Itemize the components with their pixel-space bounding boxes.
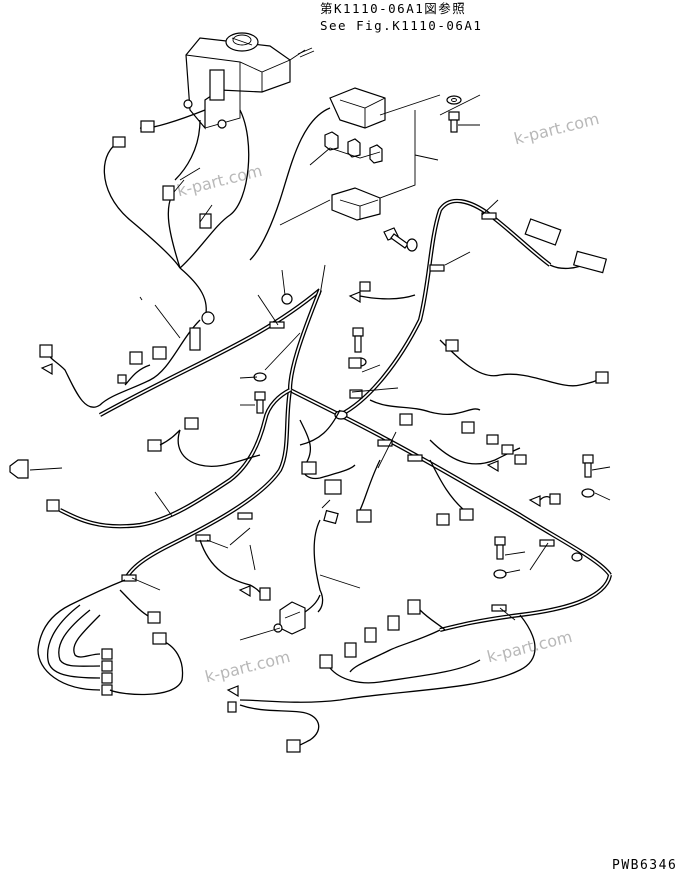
left-loop-harness bbox=[37, 579, 184, 696]
leader-lines bbox=[29, 94, 611, 641]
center-connectors bbox=[299, 281, 416, 613]
reference-note: 第K1110-06A1図参照 See Fig.K1110-06A1 bbox=[320, 0, 482, 34]
upper-left-branch bbox=[103, 109, 250, 319]
right-upper-branch bbox=[369, 218, 609, 526]
bolts-washers bbox=[253, 95, 595, 579]
key-switch-area bbox=[39, 296, 215, 408]
reference-note-english: See Fig.K1110-06A1 bbox=[320, 18, 483, 33]
switch-bracket bbox=[183, 32, 315, 130]
left-lower-connectors bbox=[9, 417, 271, 601]
drawing-code: PWB6346 bbox=[612, 858, 678, 873]
relay-bracket bbox=[249, 87, 441, 261]
clamps bbox=[121, 212, 583, 612]
bottom-switch-area bbox=[226, 594, 536, 753]
reference-note-japanese: 第K1110-06A1図参照 bbox=[320, 1, 467, 16]
